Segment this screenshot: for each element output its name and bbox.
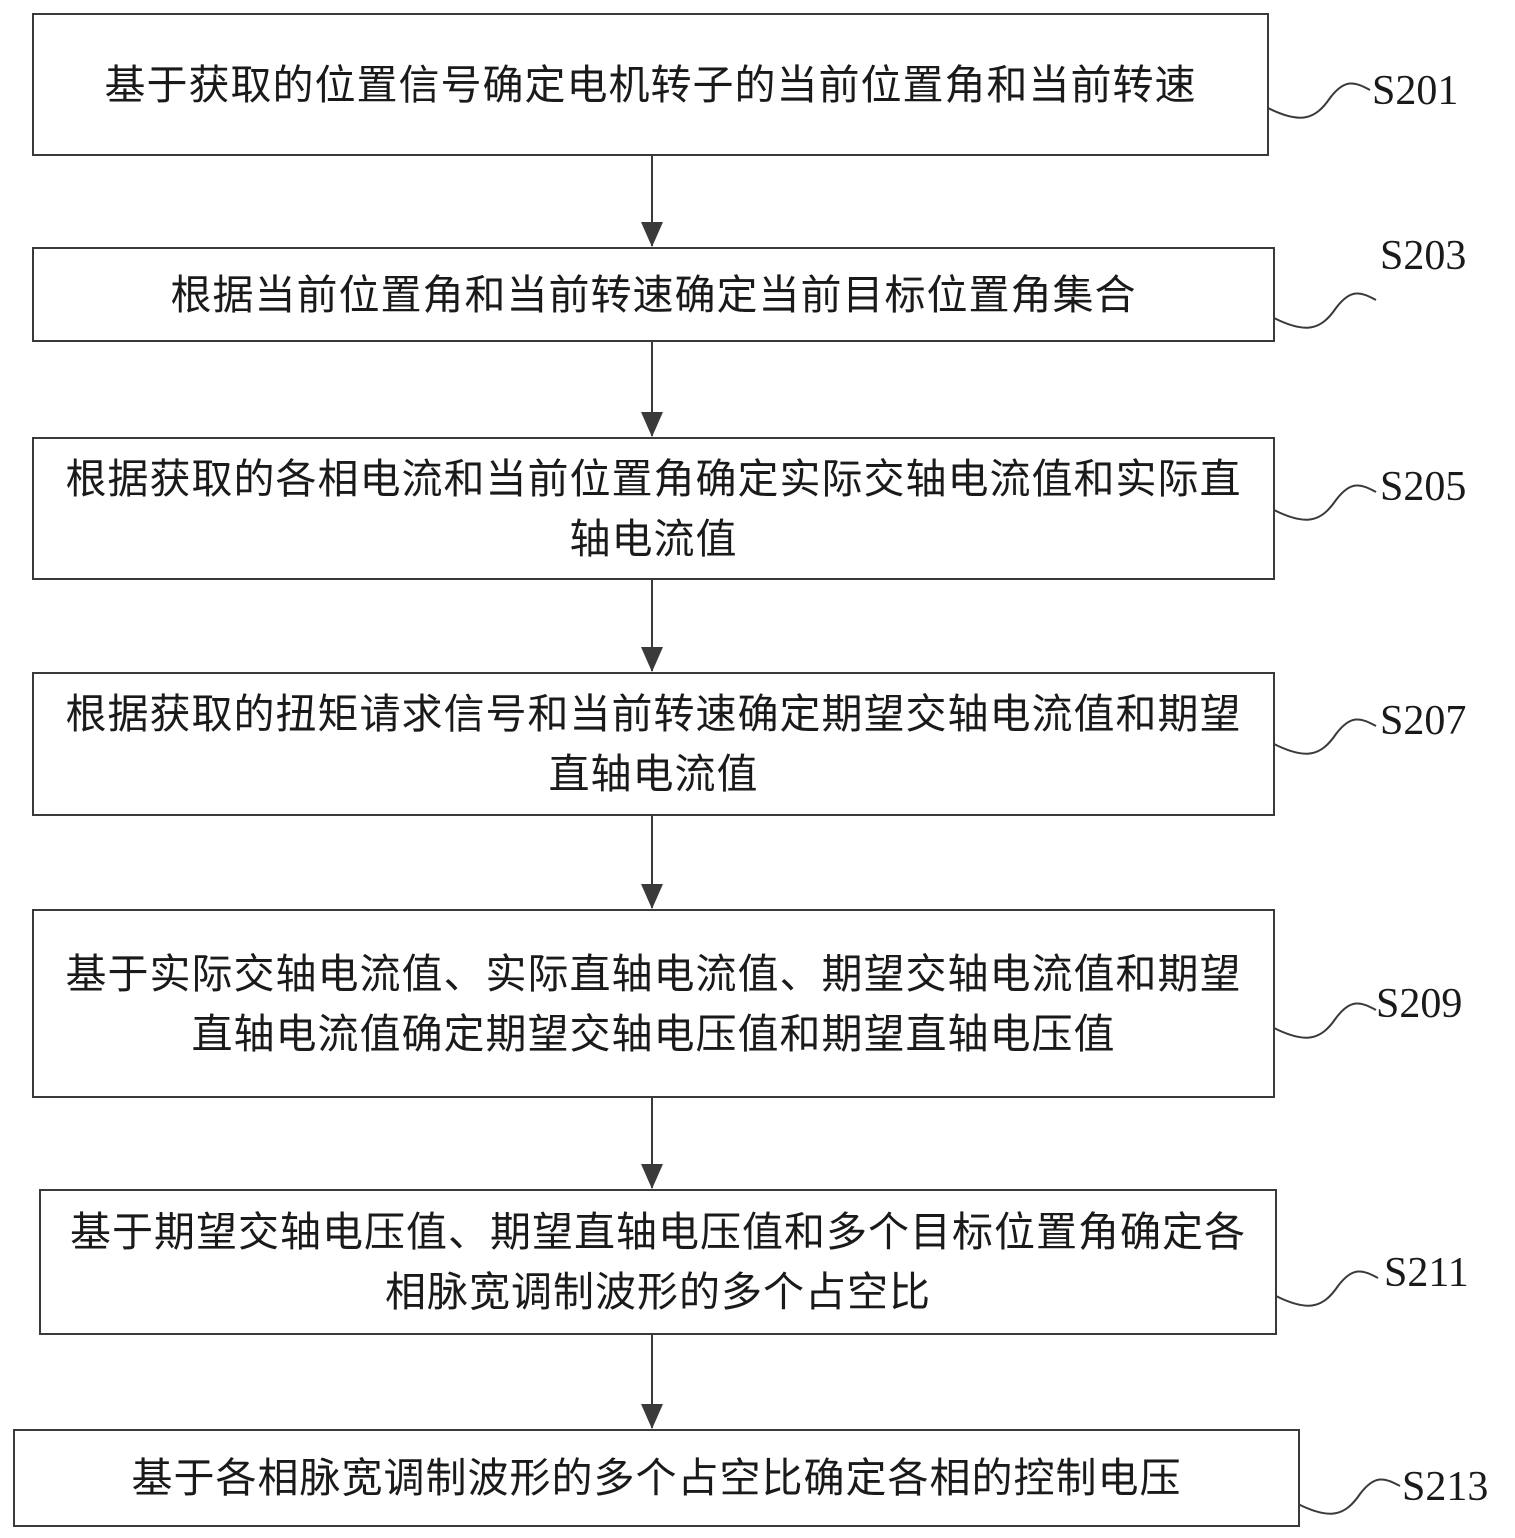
step-label-s211: S211: [1384, 1250, 1469, 1296]
step-label-s213: S213: [1402, 1464, 1489, 1510]
leader-s209: [1273, 1002, 1377, 1039]
arrowhead-s205-s207: [641, 647, 663, 672]
arrowhead-s211-s213: [641, 1404, 663, 1429]
step-label-s209: S209: [1376, 981, 1463, 1027]
step-box-s201: 基于获取的位置信号确定电机转子的当前位置角和当前转速: [32, 13, 1269, 156]
arrowhead-s203-s205: [641, 412, 663, 437]
step-text-s211: 基于期望交轴电压值、期望直轴电压值和多个目标位置角确定各相脉宽调制波形的多个占空…: [70, 1208, 1246, 1316]
step-label-s205: S205: [1380, 464, 1467, 510]
step-box-s207: 根据获取的扭矩请求信号和当前转速确定期望交轴电流值和期望直轴电流值: [32, 672, 1275, 816]
arrowhead-s209-s211: [641, 1164, 663, 1189]
leader-s203: [1273, 292, 1377, 329]
leader-s201: [1267, 82, 1371, 119]
step-text-s209: 基于实际交轴电流值、实际直轴电流值、期望交轴电流值和期望直轴电流值确定期望交轴电…: [65, 949, 1242, 1058]
step-text-s201: 基于获取的位置信号确定电机转子的当前位置角和当前转速: [104, 60, 1197, 109]
step-label-s207: S207: [1380, 698, 1467, 744]
leader-s213: [1297, 1478, 1401, 1515]
step-text-s207: 根据获取的扭矩请求信号和当前转速确定期望交轴电流值和期望直轴电流值: [65, 690, 1242, 798]
step-label-s201: S201: [1372, 68, 1459, 114]
step-text-s203: 根据当前位置角和当前转速确定当前目标位置角集合: [170, 270, 1137, 319]
step-box-s205: 根据获取的各相电流和当前位置角确定实际交轴电流值和实际直轴电流值: [32, 437, 1275, 580]
step-box-s203: 根据当前位置角和当前转速确定当前目标位置角集合: [32, 247, 1275, 342]
step-box-s209: 基于实际交轴电流值、实际直轴电流值、期望交轴电流值和期望直轴电流值确定期望交轴电…: [32, 909, 1275, 1098]
arrowhead-s201-s203: [641, 222, 663, 247]
step-box-s213: 基于各相脉宽调制波形的多个占空比确定各相的控制电压: [13, 1429, 1300, 1527]
step-label-s203: S203: [1380, 233, 1467, 279]
leader-s207: [1273, 718, 1377, 755]
arrowhead-s207-s209: [641, 884, 663, 909]
step-text-s205: 根据获取的各相电流和当前位置角确定实际交轴电流值和实际直轴电流值: [65, 454, 1242, 563]
leader-s211: [1275, 1270, 1379, 1307]
step-box-s211: 基于期望交轴电压值、期望直轴电压值和多个目标位置角确定各相脉宽调制波形的多个占空…: [39, 1189, 1277, 1335]
step-text-s213: 基于各相脉宽调制波形的多个占空比确定各相的控制电压: [131, 1454, 1182, 1502]
leader-s205: [1273, 484, 1377, 521]
